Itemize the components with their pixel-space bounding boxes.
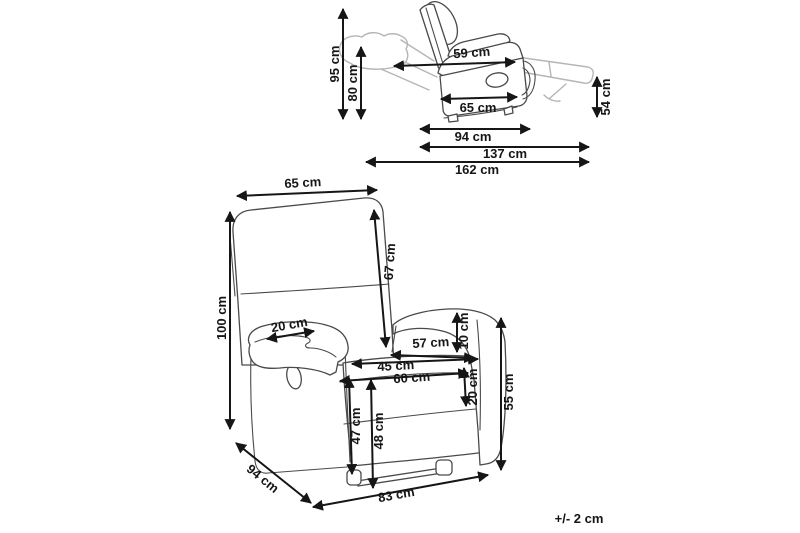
dim-front-seat-height: 48 cm	[365, 378, 386, 490]
dim-front-backrest-height: 67 cm	[369, 208, 399, 349]
base-foot-right	[435, 459, 453, 476]
ghost-extended-footrest	[515, 56, 594, 84]
dim-label-54cm: 54 cm	[598, 79, 613, 116]
dim-arrow-48cm	[365, 378, 379, 490]
dim-front-base-width: 83 cm	[311, 471, 490, 511]
dim-arrow-65cm	[439, 91, 519, 105]
dim-front-height-total: 100 cm	[214, 210, 236, 431]
tolerance-note: +/- 2 cm	[555, 511, 604, 526]
dim-side-height-back: 80 cm	[345, 45, 367, 121]
dim-label-162cm: 162 cm	[455, 162, 499, 177]
dim-arrow-20cm-cushion	[459, 366, 471, 408]
side-foot-right	[503, 105, 514, 116]
dim-arrow-47cm	[343, 376, 358, 476]
dim-side-length-reclined: 162 cm	[364, 156, 591, 177]
dim-label-67cm: 67 cm	[381, 243, 399, 281]
dim-label-83cm: 83 cm	[377, 484, 416, 505]
dim-label-55cm: 55 cm	[501, 374, 516, 411]
right-armrest-front-seam	[476, 319, 481, 431]
dim-label-65cm: 65 cm	[460, 100, 497, 115]
dim-label-57cm: 57 cm	[412, 334, 450, 351]
dim-side-armrest-depth: 59 cm	[392, 44, 517, 72]
dim-arrow-67cm	[369, 208, 391, 349]
ghost-footrest-seam	[548, 61, 552, 77]
dim-label-137cm: 137 cm	[483, 146, 527, 161]
dim-label-80cm: 80 cm	[345, 65, 360, 102]
dim-side-footrest-height: 54 cm	[591, 75, 613, 119]
dim-front-depth: 94 cm	[235, 442, 312, 504]
dim-side-body-width: 65 cm	[439, 91, 519, 115]
dim-arrow-83cm	[311, 471, 490, 511]
dim-arrow-59cm	[392, 56, 517, 72]
dim-arrow-60cm	[338, 368, 470, 386]
dim-label-60cm: 60 cm	[393, 369, 431, 387]
dim-front-backrest-width: 65 cm	[235, 174, 379, 202]
dim-front-armrest-height: 55 cm	[495, 316, 516, 472]
dim-label-20cm-armrest: 20 cm	[270, 314, 309, 335]
seat-front-mid-seam	[343, 407, 488, 425]
dim-front-armrest-pad-height: 10 cm	[451, 311, 471, 354]
dim-side-depth: 94 cm	[418, 123, 532, 144]
side-view-diagram: 95 cm 80 cm 59 cm 65 cm 54 cm 94 cm 137 …	[327, 1, 613, 177]
dim-front-seat-height-front: 47 cm	[343, 376, 363, 476]
dim-label-59cm: 59 cm	[453, 44, 491, 62]
base-foot-left	[346, 469, 362, 486]
dim-arrow-front-65cm	[235, 184, 379, 202]
seatback-cushion-outline	[447, 33, 511, 58]
dim-arrow-45cm	[350, 353, 480, 370]
dim-side-depth-extended: 137 cm	[418, 141, 591, 161]
front-view-diagram: 65 cm 100 cm 67 cm 20 cm 57 cm 45 cm 60 …	[214, 174, 516, 511]
dim-arrow-front-94cm	[235, 442, 312, 504]
dim-label-front-65cm: 65 cm	[284, 174, 322, 191]
dim-label-48cm: 48 cm	[371, 413, 386, 450]
dim-front-seat-width-front: 60 cm	[338, 368, 470, 387]
dim-label-94cm: 94 cm	[455, 129, 492, 144]
dim-label-front-94cm: 94 cm	[244, 461, 282, 496]
base-rail	[356, 466, 450, 487]
dim-label-47cm: 47 cm	[348, 408, 363, 445]
dim-front-armrest-width: 20 cm	[265, 314, 316, 343]
dim-label-95cm: 95 cm	[327, 46, 342, 83]
folded-footrest-bracket	[521, 60, 536, 100]
ghost-footrest-strut	[543, 83, 567, 102]
ghost-reclined-backrest	[338, 32, 409, 70]
backrest-panel-seam	[425, 7, 444, 65]
recline-handle-outline	[485, 72, 509, 88]
dim-front-seat-cushion-thickness: 20 cm	[459, 366, 480, 408]
right-armrest-inner-edge	[391, 325, 397, 353]
side-foot-left	[447, 113, 459, 123]
dim-label-10cm: 10 cm	[456, 313, 471, 350]
dim-arrow-20cm-armrest	[265, 327, 316, 343]
dim-side-height-total: 95 cm	[327, 7, 349, 121]
dim-label-100cm: 100 cm	[214, 296, 229, 340]
dim-label-20cm-cushion: 20 cm	[465, 369, 480, 406]
